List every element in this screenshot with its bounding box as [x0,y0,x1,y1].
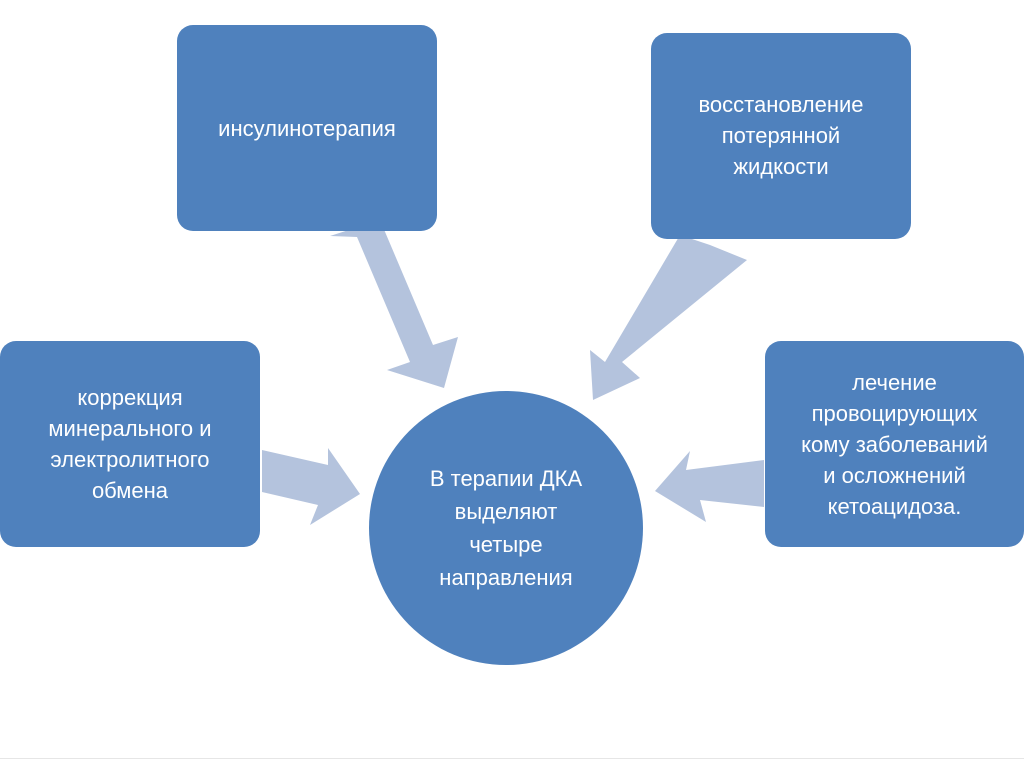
arrow-mineral-to-center [262,448,360,525]
node-mineral-correction-label: коррекция минерального и электролитного … [48,385,212,503]
node-provoking-disease-treatment: лечение провоцирующих кому заболеваний и… [765,341,1024,547]
node-provoking-disease-treatment-label: лечение провоцирующих кому заболеваний и… [801,369,988,519]
node-insulin-therapy: инсулинотерапия [177,25,437,231]
center-node-label: В терапии ДКА выделяют четыре направлени… [429,466,583,590]
arrow-insulin-to-center [330,220,458,388]
node-fluid-restoration: восстановление потерянной жидкости [651,33,911,239]
node-insulin-therapy-label: инсулинотерапия [218,116,396,141]
center-node: В терапии ДКА выделяют четыре направлени… [369,391,643,665]
node-fluid-restoration-label: восстановление потерянной жидкости [698,92,864,179]
slide-bottom-divider [0,758,1024,759]
arrow-disease-to-center [655,451,764,522]
node-mineral-correction: коррекция минерального и электролитного … [0,341,260,547]
arrow-fluid-to-center [590,235,747,400]
